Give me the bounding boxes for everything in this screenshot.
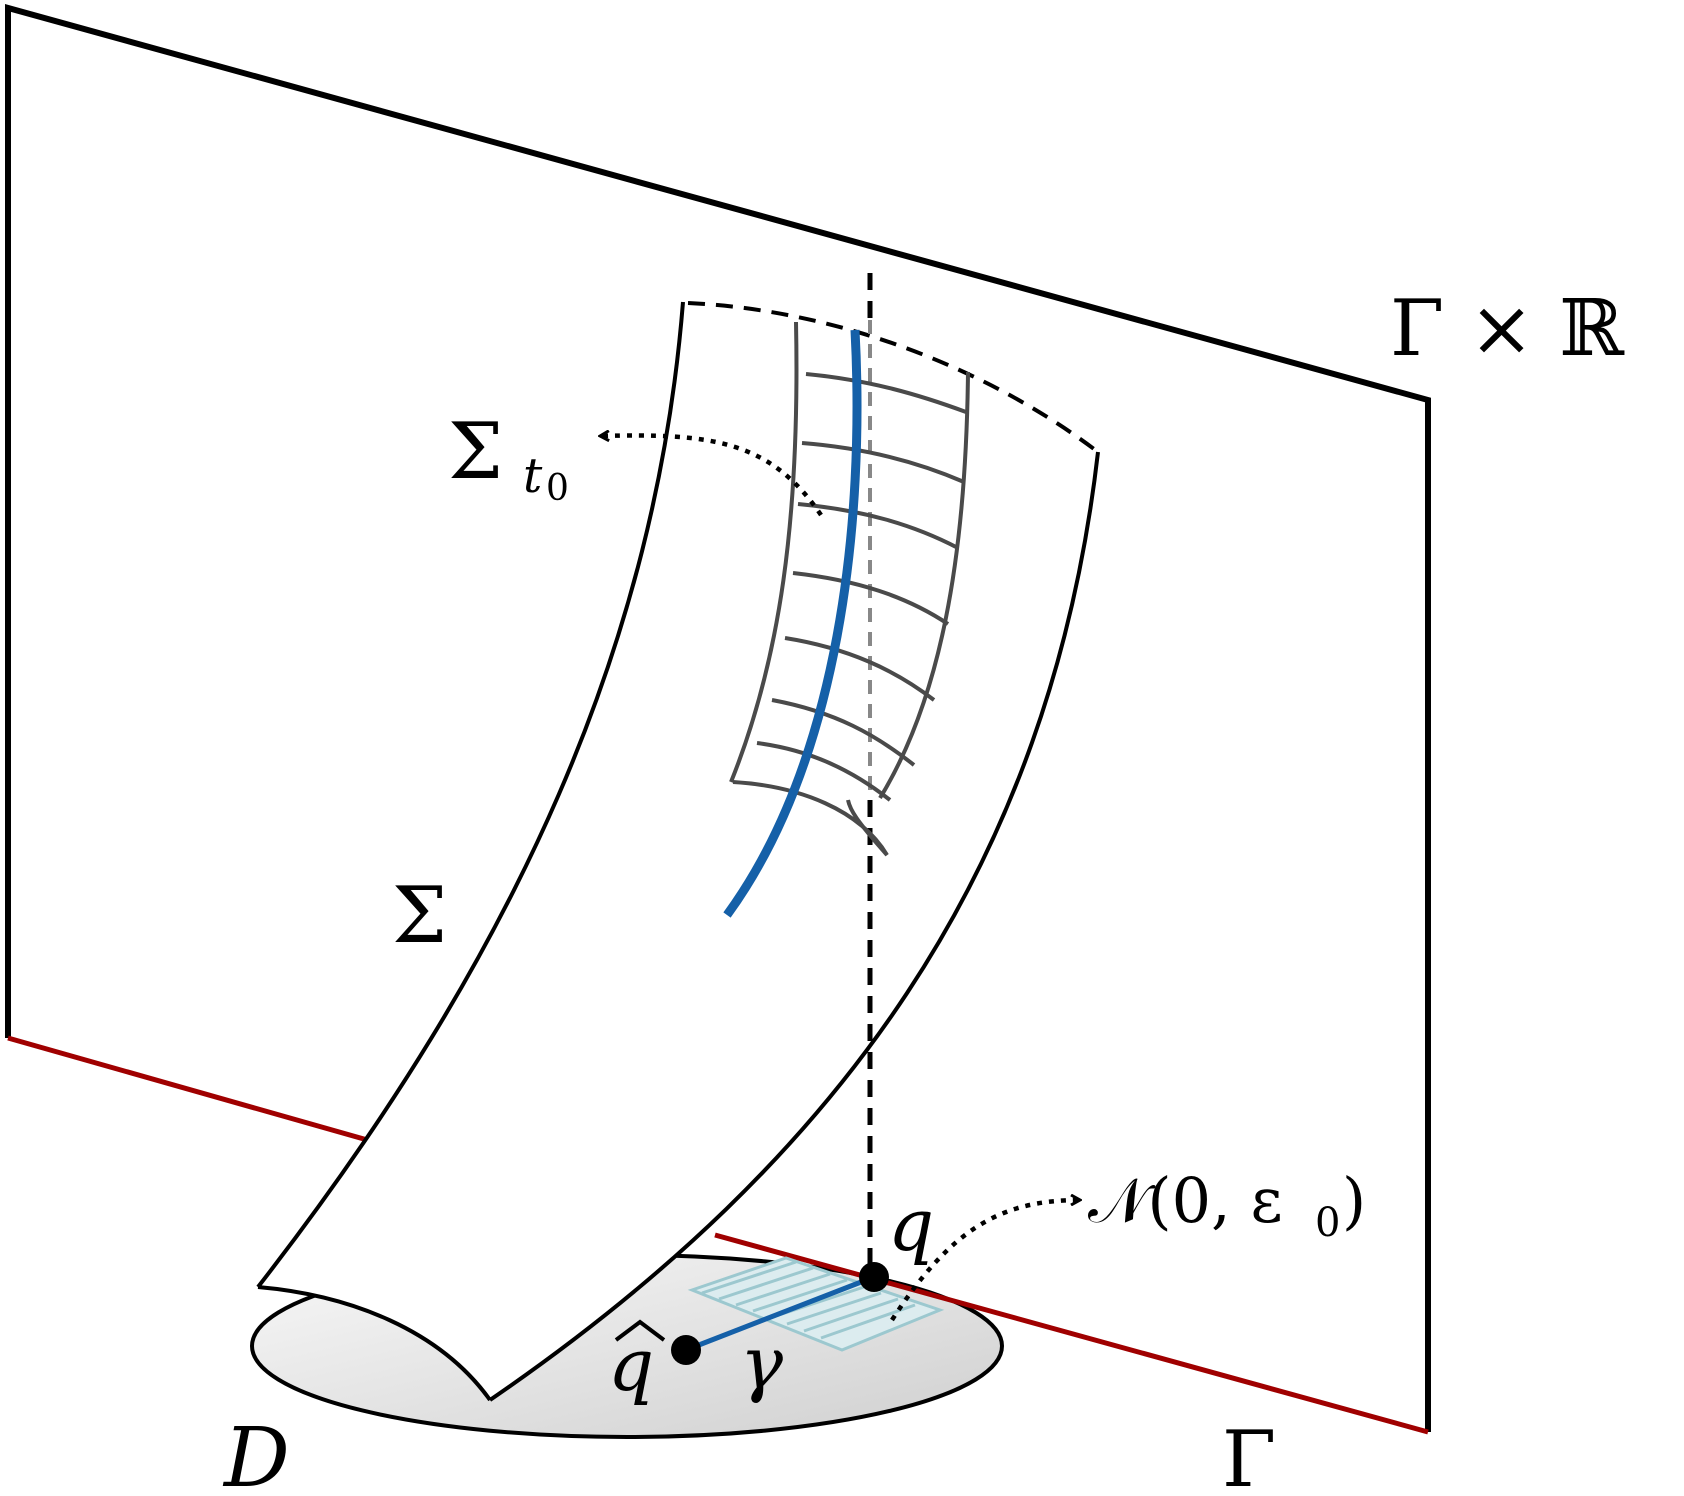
label-q-hat: q [608,1319,666,1407]
point-q-hat [671,1335,701,1365]
label-gamma-curve: γ [740,1321,784,1405]
blue-curve [723,329,862,918]
label-q: q [888,1183,934,1267]
surface-sigma-left-edge [256,301,685,1289]
svg-text:q: q [608,1323,654,1407]
svg-text:t: t [523,448,543,504]
plane-outline [5,4,1431,1432]
label-sigma-t0: Σ t 0 [448,407,569,509]
surface-sigma-top-edge [687,301,1100,454]
point-q [859,1262,889,1292]
label-neighborhood: 𝒩(0, ε 0 ) [1088,1164,1366,1246]
svg-text:0: 0 [1315,1200,1340,1246]
label-gamma-line: Γ [1222,1415,1276,1496]
gamma-line [714,1232,1429,1435]
neighborhood-arrow [890,1200,1080,1322]
label-disk-d: D [222,1411,290,1496]
gamma-line [7,1035,379,1146]
svg-text:Σ: Σ [448,407,503,497]
svg-text:0: 0 [546,468,569,509]
label-sigma: Σ [392,871,447,961]
svg-text:): ) [1342,1164,1366,1237]
label-product-space: Γ × ℝ [1390,284,1625,374]
sigma-t0-arrow [600,435,823,517]
neighborhood-patch [687,1256,945,1352]
surface-sigma [258,302,1098,1400]
sigma-t0-grid [729,321,970,857]
svg-text:𝒩(0, ε: 𝒩(0, ε [1088,1164,1283,1237]
surface-sigma-right-edge [488,451,1100,1402]
surface-sigma-bottom-edge [257,1285,492,1402]
gamma-curve-segment [685,1274,875,1353]
